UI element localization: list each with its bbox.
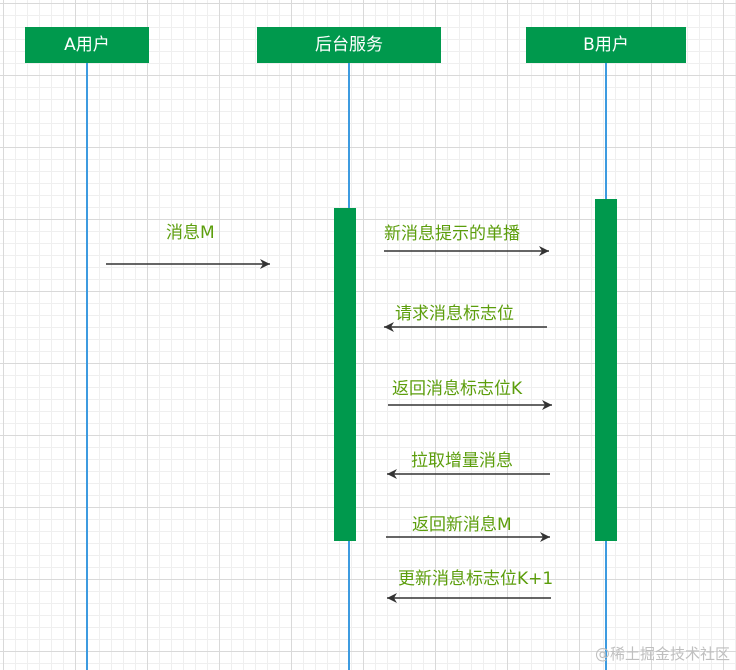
participant-a-user: A用户: [25, 27, 149, 63]
message-label-6: 返回新消息M: [412, 515, 512, 535]
message-label-1: 消息M: [166, 223, 215, 243]
message-label-5: 拉取增量消息: [411, 451, 513, 471]
message-label-3: 请求消息标志位: [395, 304, 514, 324]
activation-backend-service: [334, 208, 356, 541]
message-label-4: 返回消息标志位K: [392, 379, 523, 399]
participant-backend-service: 后台服务: [257, 27, 441, 63]
activation-b-user: [595, 199, 617, 541]
lifeline-a-user: [86, 63, 88, 670]
watermark-text: @稀土掘金技术社区: [594, 645, 730, 663]
message-label-2: 新消息提示的单播: [384, 224, 520, 244]
message-label-7: 更新消息标志位K+1: [398, 569, 554, 589]
participant-b-user: B用户: [526, 27, 686, 63]
